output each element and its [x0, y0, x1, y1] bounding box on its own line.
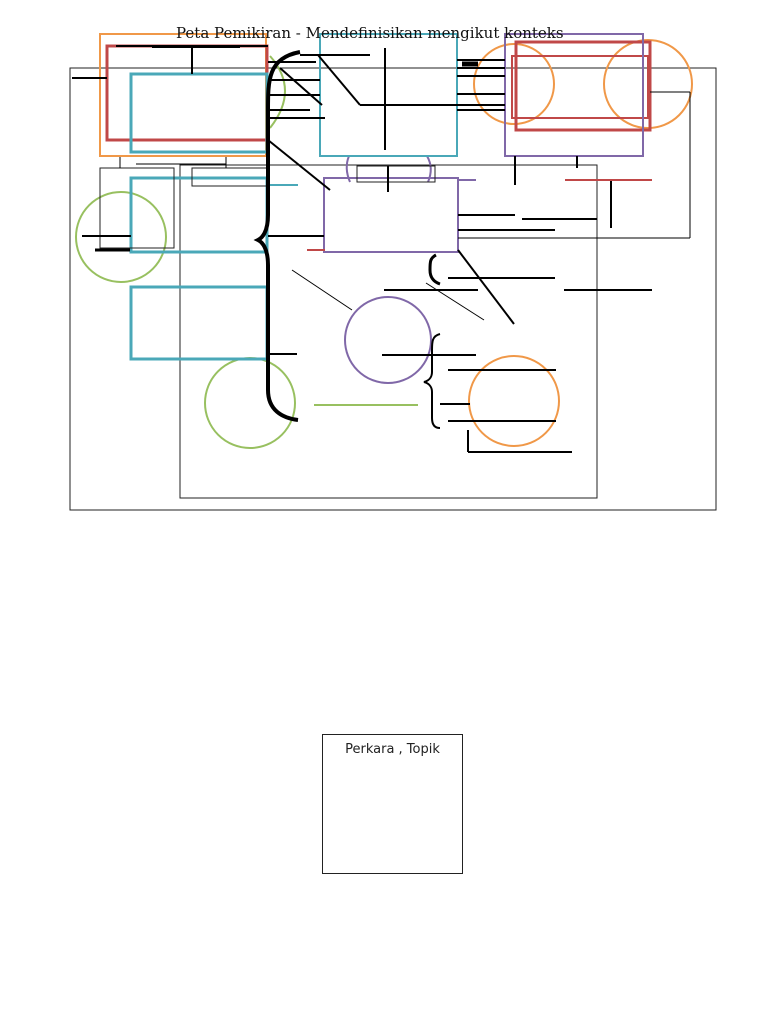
outer-frame: [69, 67, 717, 511]
purple-center-box: [323, 177, 459, 253]
red-frame-box-right-1: [514, 40, 652, 132]
orange-frame-box: [99, 33, 267, 157]
purple-arc-top-right: [426, 155, 432, 183]
teal-box-top-center: [319, 33, 458, 157]
small-brace-right: [423, 333, 441, 429]
topic-label: Perkara , Topik: [345, 742, 440, 757]
green-circle-left: [75, 191, 167, 283]
purple-circle-center: [344, 296, 432, 384]
black-box-center-small: [356, 165, 436, 183]
diagram-title: Peta Pemikiran - Mendefinisikan mengikut…: [176, 24, 564, 42]
small-brace-mid: [428, 253, 441, 286]
teal-box-3: [129, 285, 269, 361]
green-circle-bottom-left: [204, 357, 296, 449]
topic-box: Perkara , Topik: [322, 734, 463, 874]
orange-circle-mid-right: [473, 43, 555, 125]
black-box-left-1: [99, 167, 175, 249]
teal-box-2: [129, 176, 269, 254]
orange-circle-top-right: [603, 39, 693, 129]
purple-arc-top: [345, 155, 351, 183]
connector-lines: [72, 45, 691, 453]
red-frame-box-right-2: [511, 55, 649, 119]
purple-frame-box-right: [504, 33, 644, 157]
orange-circle-bottom-right: [468, 355, 560, 447]
inner-frame: [179, 164, 598, 499]
